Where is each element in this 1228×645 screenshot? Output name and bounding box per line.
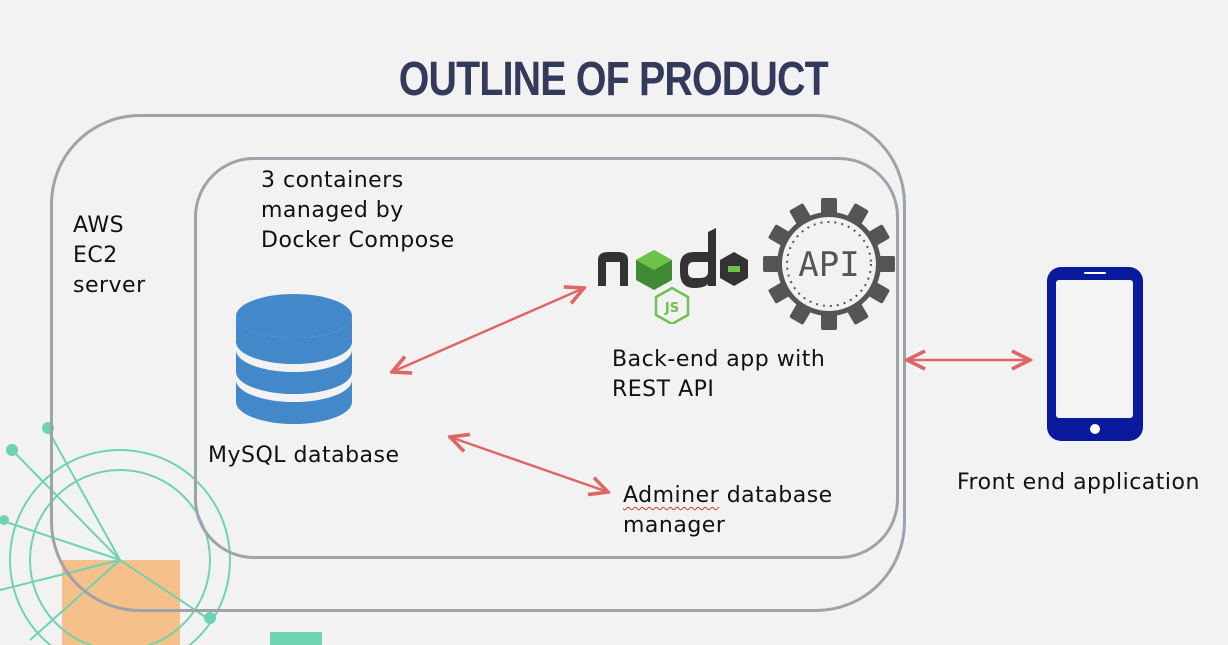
aws-ec2-boundary <box>50 114 906 612</box>
nodejs-js-text: JS <box>664 301 679 316</box>
mysql-label: MySQL database <box>208 443 400 468</box>
api-gear-icon: API <box>763 198 895 330</box>
api-badge-text: API <box>798 245 859 285</box>
docker-compose-boundary <box>194 157 899 559</box>
adminer-label: Adminer database manager <box>623 481 833 541</box>
frontend-label: Front end application <box>957 470 1200 495</box>
database-icon <box>236 294 352 424</box>
nodejs-logo: JS <box>598 228 748 324</box>
containers-label: 3 containers managed by Docker Compose <box>261 168 455 253</box>
adminer-rest: database manager <box>623 483 833 538</box>
diagram-title: OUTLINE OF PRODUCT <box>398 53 829 106</box>
smartphone-icon <box>1047 267 1143 441</box>
arrow-db-adminer <box>450 437 608 492</box>
adminer-word: Adminer <box>623 483 720 508</box>
arrow-db-backend <box>392 288 584 372</box>
backend-label: Back-end app with REST API <box>612 347 826 402</box>
aws-ec2-label: AWS EC2 server <box>73 213 146 298</box>
